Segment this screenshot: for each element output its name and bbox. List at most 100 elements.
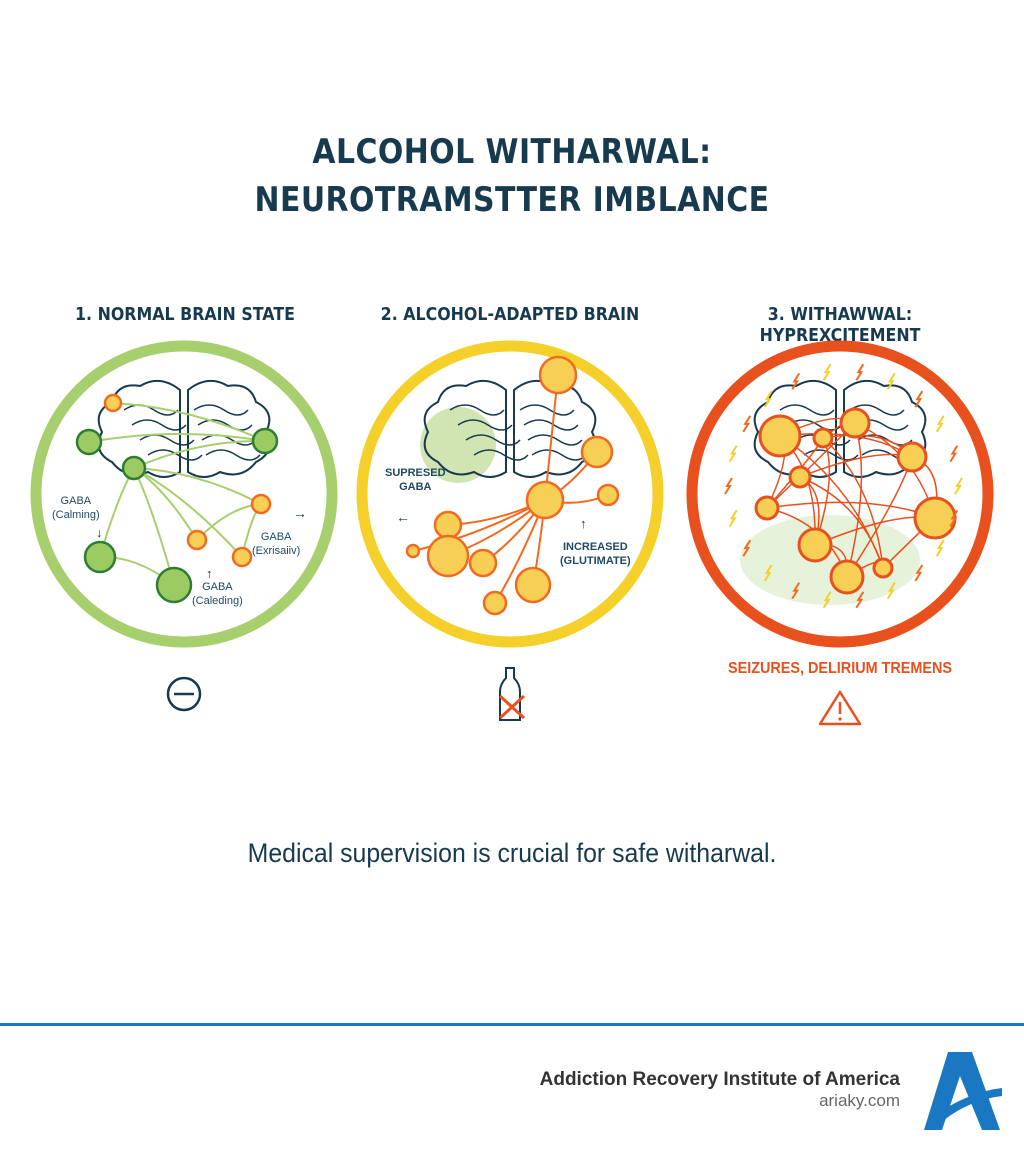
footer-org-name: Addiction Recovery Institute of America — [539, 1069, 900, 1090]
neural-connection — [822, 437, 884, 569]
excited-neuron — [797, 527, 833, 563]
gaba-neuron — [83, 540, 117, 574]
brain-fold — [527, 434, 583, 446]
lightning-spark — [822, 363, 832, 381]
brain-fold — [473, 449, 529, 461]
brain-fold — [131, 419, 187, 431]
brain-fold — [849, 404, 905, 416]
glutamate-neuron — [231, 546, 253, 568]
brain-glow — [740, 515, 920, 605]
lightning-spark — [742, 415, 752, 433]
minus-circle-icon — [166, 676, 202, 712]
lightning-spark — [763, 390, 773, 408]
excited-neuron — [872, 557, 894, 579]
lightning-spark — [791, 582, 801, 600]
brain-fold — [465, 434, 521, 446]
excited-neuron — [913, 496, 957, 540]
neural-connection — [88, 433, 266, 443]
label-gaba-calming: GABA (Calming) — [52, 495, 100, 521]
glutamate-neuron — [468, 548, 498, 578]
glutamate-neuron — [596, 483, 620, 507]
glutamate-neuron — [580, 435, 614, 469]
brain-fold — [519, 404, 575, 416]
lightning-spark — [763, 564, 773, 582]
normal-brain-diagram: →↓↑ — [30, 340, 338, 648]
excited-neuron — [758, 414, 802, 458]
lightning-spark — [949, 445, 959, 463]
glutamate-neuron — [426, 534, 470, 578]
brain-fold — [123, 404, 179, 416]
neural-connection — [799, 476, 884, 569]
glutamate-neuron — [103, 393, 123, 413]
lightning-spark — [886, 372, 896, 390]
arrow-up-icon: ↑ — [580, 516, 587, 531]
brain-fold — [201, 434, 257, 446]
brain-fold — [193, 404, 249, 416]
arrow-right-icon: → — [293, 505, 307, 521]
glutamate-neuron — [514, 566, 552, 604]
brain-fold — [779, 404, 835, 416]
excited-neuron — [829, 559, 865, 595]
glutamate-neuron — [186, 529, 208, 551]
panel-1-heading: 1. NORMAL BRAIN STATE — [75, 304, 295, 325]
neural-connection — [112, 402, 266, 442]
excited-neuron — [812, 427, 834, 449]
no-alcohol-bottle-icon — [498, 667, 526, 721]
brain-fold — [457, 419, 513, 431]
arrow-left-icon: ← — [396, 509, 410, 525]
excited-neuron — [754, 495, 780, 521]
lightning-spark — [822, 591, 832, 609]
lightning-spark — [855, 591, 865, 609]
lightning-spark — [791, 372, 801, 390]
brain-fold — [197, 419, 253, 431]
withdrawal-brain-diagram — [686, 340, 994, 648]
excited-neuron — [788, 465, 812, 489]
excited-neuron — [896, 441, 928, 473]
brain-left-hemisphere — [423, 379, 507, 478]
panel-3-heading: 3. WITHAWWAL: HYPREXCITEMENT — [759, 304, 921, 346]
title-line-2: NEUROTRAMSTTER IMBLANCE — [254, 180, 770, 220]
excited-neuron — [839, 407, 871, 439]
brain-fold — [139, 434, 195, 446]
medical-note: Medical supervision is crucial for safe … — [247, 838, 777, 868]
brain-left-hemisphere — [97, 379, 181, 478]
brain-fold — [803, 449, 859, 461]
brain-fold — [205, 449, 261, 461]
withdrawal-warning-text: SEIZURES, DELIRIUM TREMENS — [727, 660, 953, 677]
lightning-spark — [728, 445, 738, 463]
warning-icon — [818, 690, 862, 726]
arrow-down-icon: ↓ — [96, 525, 103, 540]
lightning-spark — [949, 509, 959, 527]
glutamate-neuron — [405, 543, 421, 559]
panel-2-heading: 2. ALCOHOL-ADAPTED BRAIN — [380, 304, 640, 325]
lightning-spark — [724, 477, 733, 495]
footer-site: ariaky.com — [819, 1091, 900, 1110]
lightning-spark — [855, 363, 865, 381]
footer-divider — [0, 1023, 1024, 1026]
brain-fold — [531, 449, 587, 461]
neural-connection — [544, 374, 559, 501]
gaba-neuron — [251, 427, 279, 455]
brain-fold — [147, 449, 203, 461]
lightning-spark — [742, 539, 752, 557]
label-increased-glutamate: INCREASED (GLUTIMATE) — [560, 541, 631, 567]
label-gaba-caleding: GABA (Caleding) — [192, 581, 243, 607]
alcohol-adapted-brain-diagram: ←↑ — [356, 340, 664, 648]
gaba-neuron — [75, 428, 103, 456]
neural-connection — [133, 467, 262, 505]
aria-logo — [924, 1052, 1002, 1130]
brain-fold — [523, 419, 579, 431]
lightning-spark — [914, 564, 924, 582]
neural-connection — [133, 439, 266, 469]
neural-connection — [133, 467, 243, 558]
brain-right-hemisphere — [843, 379, 927, 478]
lightning-spark — [935, 415, 945, 433]
glutamate-neuron — [538, 355, 578, 395]
lightning-spark — [935, 539, 945, 557]
lightning-spark — [954, 477, 963, 495]
label-gaba-excitatory: GABA (Exrisaiiv) — [252, 531, 301, 557]
gaba-neuron — [121, 455, 147, 481]
glutamate-neuron — [433, 510, 463, 540]
lightning-spark — [886, 582, 896, 600]
